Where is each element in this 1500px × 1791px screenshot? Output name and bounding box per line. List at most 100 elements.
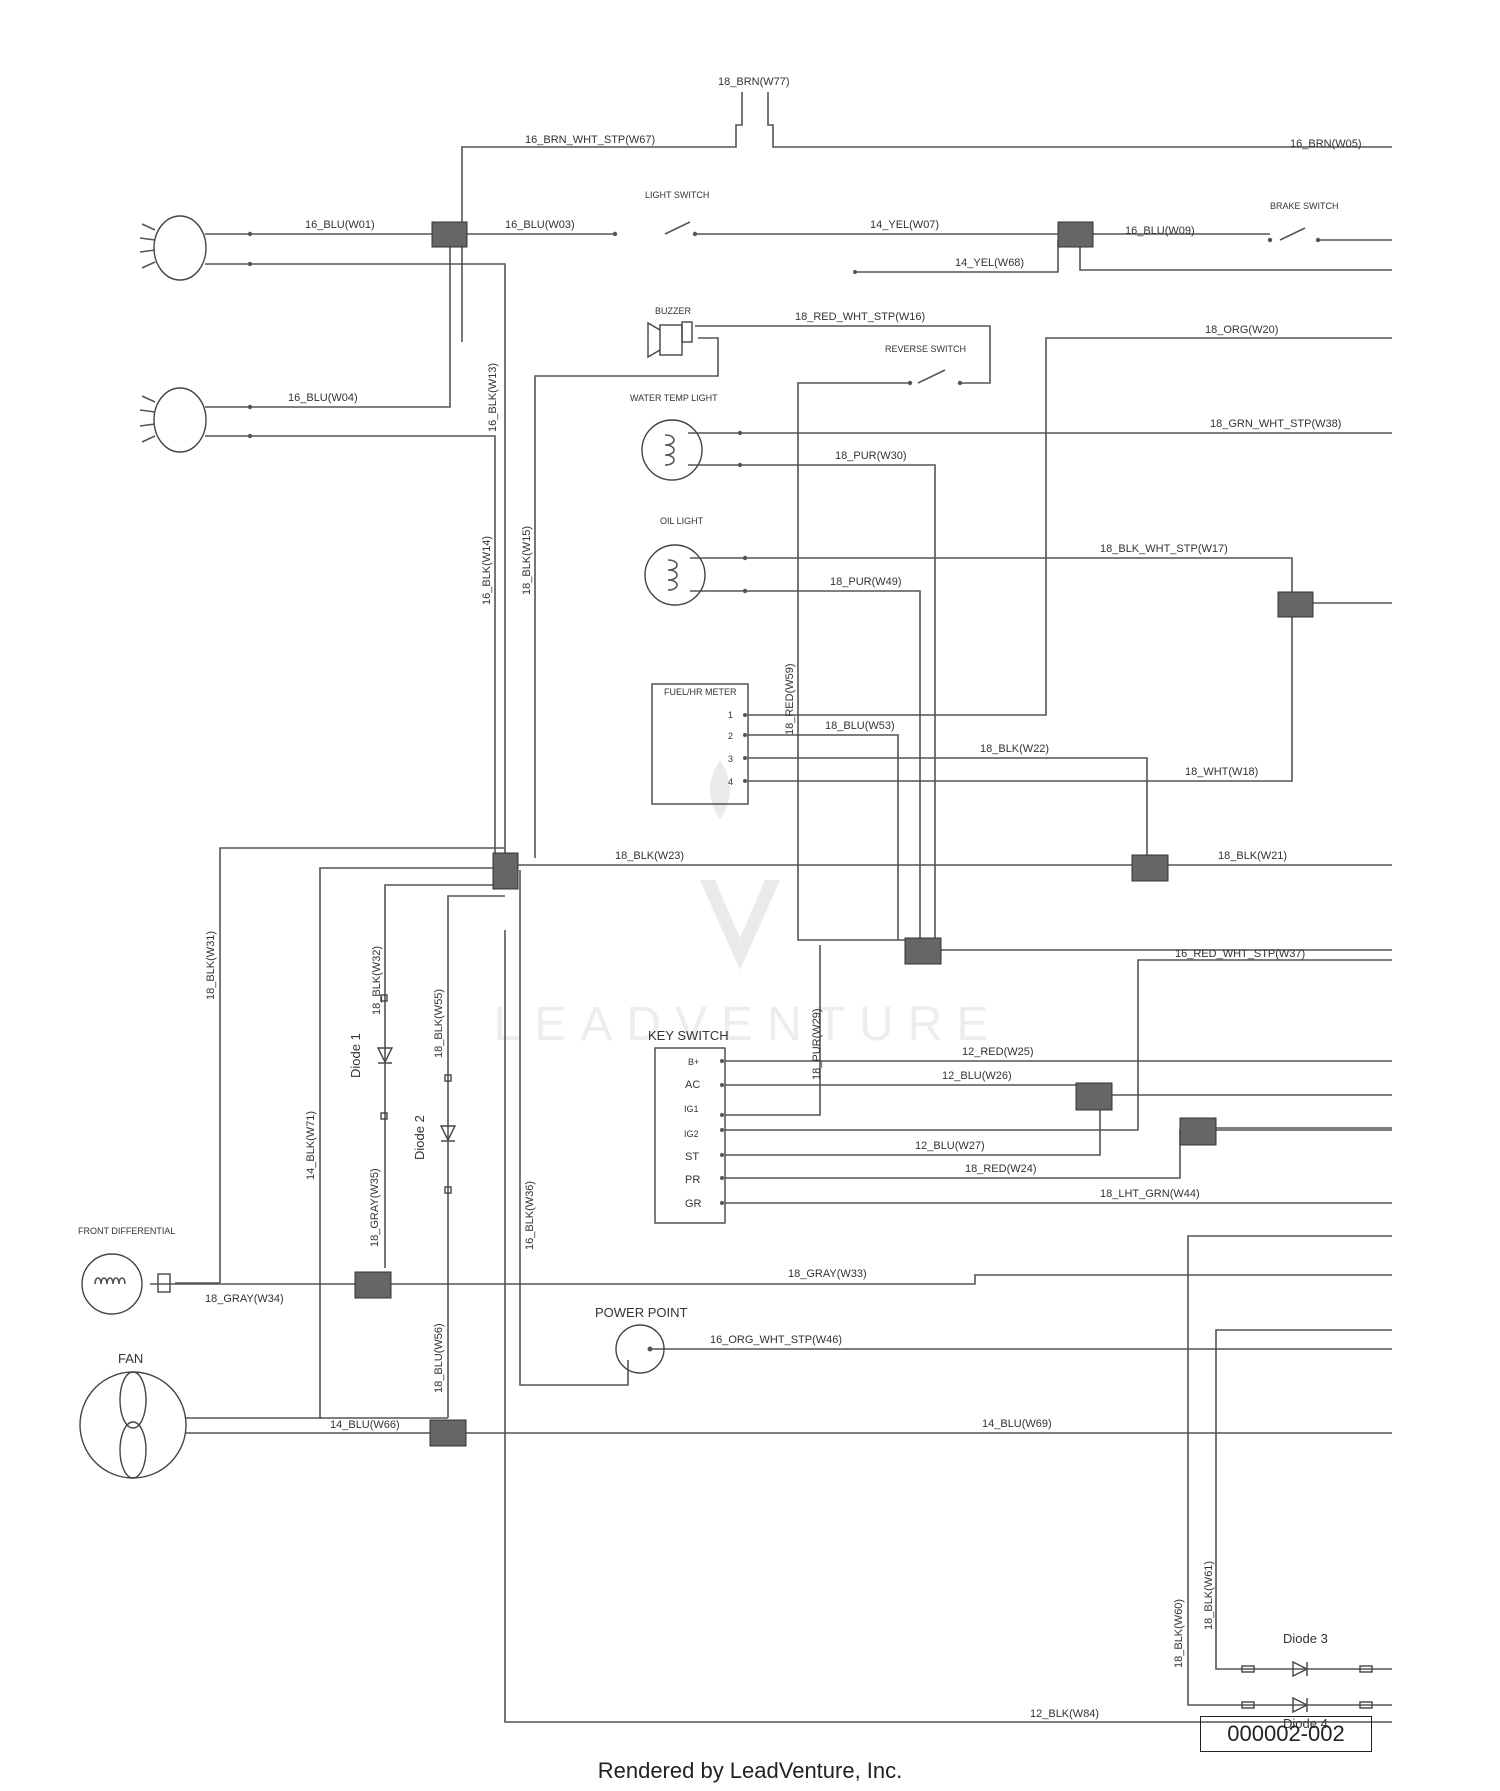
- wire-w07: 14_YEL(W07): [870, 219, 939, 231]
- wire-w66: 14_BLU(W66): [330, 1419, 400, 1431]
- splice-w07-w09: [1057, 221, 1094, 248]
- wire-w22: 18_BLK(W22): [980, 743, 1049, 755]
- wire-w25: 12_RED(W25): [962, 1046, 1034, 1058]
- wire-w61: 18_BLK(W61): [1203, 1561, 1215, 1630]
- wire-w29: 18_PUR(W29): [811, 1008, 823, 1080]
- key-switch-label: KEY SWITCH: [648, 1028, 729, 1043]
- meter-pin-1: 1: [728, 710, 733, 720]
- key-pin-bplus: B+: [688, 1057, 699, 1067]
- wire-w24: 18_RED(W24): [965, 1163, 1037, 1175]
- terminal-dots: [720, 270, 857, 1205]
- splice-ground-main: [492, 852, 519, 890]
- wire-w30: 18_PUR(W30): [835, 450, 907, 462]
- splice-w01-w03: [431, 221, 468, 248]
- buzzer: BUZZER: [647, 306, 693, 359]
- fuel-hr-meter-label: FUEL/HR METER: [664, 687, 737, 697]
- fuel-hr-meter: FUEL/HR METER 1 2 3 4: [651, 683, 749, 805]
- wire-w31: 18_BLK(W31): [205, 931, 217, 1000]
- wire-w49: 18_PUR(W49): [830, 576, 902, 588]
- headlight-2: [139, 387, 253, 453]
- light-switch: LIGHT SWITCH: [612, 190, 709, 237]
- oil-light-label: OIL LIGHT: [660, 516, 704, 526]
- splice-w21: [1131, 854, 1169, 882]
- wire-w71: 14_BLK(W71): [305, 1111, 317, 1180]
- wire-w01: 16_BLU(W01): [305, 219, 375, 231]
- wire-w37: 16_RED_WHT_STP(W37): [1175, 948, 1305, 960]
- wire-w14: 16_BLK(W14): [481, 536, 493, 605]
- wire-w59: 18_RED(W59): [784, 663, 796, 735]
- brake-switch: BRAKE SWITCH: [1267, 201, 1339, 243]
- key-pin-ig1: IG1: [684, 1104, 699, 1114]
- footer-credit: Rendered by LeadVenture, Inc.: [597, 1758, 903, 1783]
- splice-w17: [1277, 591, 1314, 618]
- wire-w15: 18_BLK(W15): [521, 526, 533, 595]
- wire-w36: 16_BLK(W36): [524, 1181, 536, 1250]
- key-pin-ac: AC: [685, 1079, 700, 1091]
- fan: FAN: [79, 1351, 187, 1479]
- diode-4: Diode 4: [1241, 1696, 1373, 1731]
- splices: [354, 221, 1314, 1447]
- front-differential-label: FRONT DIFFERENTIAL: [78, 1226, 175, 1236]
- wire-w23: 18_BLK(W23): [615, 850, 684, 862]
- key-pin-gr: GR: [685, 1198, 702, 1210]
- wire-w27: 12_BLU(W27): [915, 1140, 985, 1152]
- wire-w03: 16_BLU(W03): [505, 219, 575, 231]
- watermark-logo: LEADVENTURE: [494, 760, 1003, 1051]
- wire-w32: 18_BLK(W32): [371, 946, 383, 1015]
- splice-w35: [354, 1271, 392, 1299]
- wire-w04: 16_BLU(W04): [288, 392, 358, 404]
- wires: [150, 92, 1392, 1723]
- wire-w60: 18_BLK(W60): [1173, 1599, 1185, 1668]
- wire-w53: 18_BLU(W53): [825, 720, 895, 732]
- wire-w18: 18_WHT(W18): [1185, 766, 1258, 778]
- key-pin-pr: PR: [685, 1174, 700, 1186]
- diode-1-label: Diode 1: [348, 1033, 363, 1078]
- fan-label: FAN: [118, 1351, 143, 1366]
- wire-w44: 18_LHT_GRN(W44): [1100, 1188, 1200, 1200]
- wire-labels: 18_BRN(W77) 16_BRN_WHT_STP(W67) 16_BRN(W…: [205, 76, 1362, 1720]
- wire-w56: 18_BLU(W56): [433, 1323, 445, 1393]
- watermark-text: LEADVENTURE: [494, 998, 1003, 1051]
- wire-w46: 16_ORG_WHT_STP(W46): [710, 1334, 842, 1346]
- power-point: POWER POINT: [595, 1305, 688, 1374]
- diode-4-label: Diode 4: [1283, 1716, 1328, 1731]
- reverse-switch: REVERSE SWITCH: [885, 344, 966, 386]
- key-pin-ig2: IG2: [684, 1129, 699, 1139]
- diode-3-label: Diode 3: [1283, 1631, 1328, 1646]
- splice-w26: [1075, 1082, 1113, 1111]
- buzzer-label: BUZZER: [655, 306, 692, 316]
- brake-switch-label: BRAKE SWITCH: [1270, 201, 1339, 211]
- wire-w35: 18_GRAY(W35): [369, 1168, 381, 1247]
- reverse-switch-label: REVERSE SWITCH: [885, 344, 966, 354]
- wire-w38: 18_GRN_WHT_STP(W38): [1210, 418, 1341, 430]
- key-pin-st: ST: [685, 1151, 699, 1163]
- wire-w34: 18_GRAY(W34): [205, 1293, 284, 1305]
- wire-w77: 18_BRN(W77): [718, 76, 790, 88]
- wire-w05: 16_BRN(W05): [1290, 138, 1362, 150]
- headlight-1: [139, 215, 253, 281]
- wire-w09: 16_BLU(W09): [1125, 225, 1195, 237]
- water-temp-light: WATER TEMP LIGHT: [630, 393, 743, 481]
- key-switch: KEY SWITCH B+ AC IG1 IG2 ST PR GR: [648, 1028, 729, 1224]
- meter-pin-3: 3: [728, 754, 733, 764]
- diode-1: Diode 1: [348, 994, 394, 1120]
- splice-w37: [1179, 1117, 1217, 1146]
- oil-light: OIL LIGHT: [644, 516, 748, 606]
- wire-w21: 18_BLK(W21): [1218, 850, 1287, 862]
- light-switch-label: LIGHT SWITCH: [645, 190, 709, 200]
- wire-w84: 12_BLK(W84): [1030, 1708, 1099, 1720]
- wire-w68: 14_YEL(W68): [955, 257, 1024, 269]
- part-number-box: 000002-002: [1200, 1716, 1372, 1752]
- front-differential: FRONT DIFFERENTIAL: [78, 1226, 175, 1315]
- water-temp-light-label: WATER TEMP LIGHT: [630, 393, 718, 403]
- meter-pin-4: 4: [728, 777, 733, 787]
- wire-w26: 12_BLU(W26): [942, 1070, 1012, 1082]
- diode-2-label: Diode 2: [412, 1115, 427, 1160]
- wire-w69: 14_BLU(W69): [982, 1418, 1052, 1430]
- wire-w16: 18_RED_WHT_STP(W16): [795, 311, 925, 323]
- splice-w29: [904, 937, 942, 965]
- diode-3: Diode 3: [1241, 1631, 1373, 1678]
- wire-w17: 18_BLK_WHT_STP(W17): [1100, 543, 1228, 555]
- splice-w66: [429, 1419, 467, 1447]
